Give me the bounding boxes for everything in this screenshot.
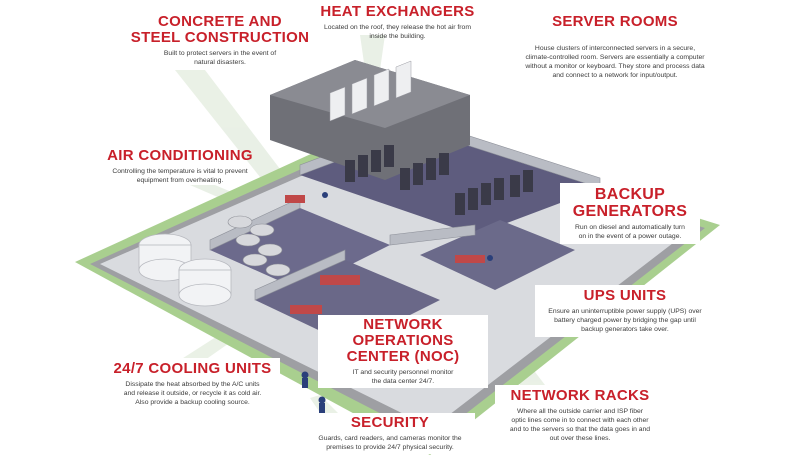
callout-concrete-title: CONCRETE AND STEEL CONSTRUCTION xyxy=(130,13,310,46)
callout-air: AIR CONDITIONING Controlling the tempera… xyxy=(100,148,260,185)
callout-cooling-desc: Dissipate the heat absorbed by the A/C u… xyxy=(123,381,262,406)
callout-backup: BACKUP GENERATORS Run on diesel and auto… xyxy=(560,183,700,244)
server-racks xyxy=(345,145,533,215)
ac-tanks xyxy=(138,233,232,307)
callout-security-title: SECURITY xyxy=(350,414,430,431)
callout-security: SECURITY Guards, card readers, and camer… xyxy=(305,413,475,454)
hall-floor xyxy=(210,208,390,290)
callout-noc: NETWORK OPERATIONS CENTER (NOC) IT and s… xyxy=(318,315,488,388)
callout-concrete-desc: Built to protect servers in the event of… xyxy=(163,50,277,66)
callout-racks: NETWORK RACKS Where all the outside carr… xyxy=(495,385,665,446)
roof-unit-top xyxy=(270,60,470,128)
callout-backup-desc: Run on diesel and automatically turn on … xyxy=(575,224,685,240)
callout-noc-title: NETWORK OPERATIONS CENTER (NOC) xyxy=(346,316,460,365)
callout-server: SERVER ROOMS House clusters of interconn… xyxy=(500,14,730,80)
callout-ups-title: UPS UNITS xyxy=(583,287,667,304)
callout-heat: HEAT EXCHANGERS Located on the roof, the… xyxy=(305,4,490,41)
callout-racks-title: NETWORK RACKS xyxy=(510,387,650,404)
callout-heat-desc: Located on the roof, they release the ho… xyxy=(324,24,471,40)
callout-cooling-title: 24/7 COOLING UNITS xyxy=(113,360,272,377)
workstations xyxy=(285,192,493,413)
callout-air-desc: Controlling the temperature is vital to … xyxy=(112,168,248,184)
callout-racks-desc: Where all the outside carrier and ISP fi… xyxy=(509,408,651,442)
noc-floor xyxy=(255,260,440,345)
callout-ups: UPS UNITS Ensure an uninterruptible powe… xyxy=(535,285,715,337)
ops-room-floor xyxy=(420,220,575,290)
cooling-units xyxy=(227,215,291,277)
callout-security-desc: Guards, card readers, and cameras monito… xyxy=(318,435,462,451)
callout-air-title: AIR CONDITIONING xyxy=(107,147,253,164)
callout-server-desc: House clusters of interconnected servers… xyxy=(525,45,705,79)
callout-concrete: CONCRETE AND STEEL CONSTRUCTION Built to… xyxy=(120,14,320,67)
beam-heat xyxy=(360,35,385,70)
callout-server-title: SERVER ROOMS xyxy=(552,13,678,30)
callout-ups-desc: Ensure an uninterruptible power supply (… xyxy=(548,308,702,333)
callout-backup-title: BACKUP GENERATORS xyxy=(572,186,688,220)
callout-heat-title: HEAT EXCHANGERS xyxy=(320,3,475,20)
callout-cooling: 24/7 COOLING UNITS Dissipate the heat ab… xyxy=(105,358,280,410)
callout-noc-desc: IT and security personnel monitor the da… xyxy=(352,369,454,385)
heat-exchanger-fans xyxy=(329,60,412,122)
